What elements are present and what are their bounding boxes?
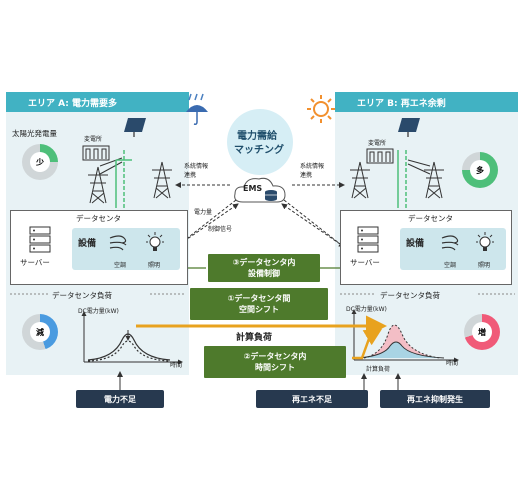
matching-title-1: 電力需給 [237, 131, 277, 142]
chart-b-xlabel: 時間 [446, 360, 459, 367]
solar-panel-icon-b [398, 118, 420, 137]
load-chart-b [351, 309, 459, 363]
equipment-label-a: 設備 [78, 239, 97, 249]
compute-load-b-label: 計算負荷 [366, 366, 391, 373]
aircon-label-a: 空調 [114, 262, 127, 269]
action-spatial-shift: ①データセンタ間 空間シフト [190, 288, 328, 320]
badge-re-curtail: 再エネ抑制発生 [380, 390, 490, 408]
action-2-line1: ②データセンタ内 [243, 352, 307, 361]
chart-b-base-area [357, 341, 445, 359]
datacenter-label-b: データセンタ [408, 214, 453, 223]
server-icon-a [29, 226, 51, 253]
solar-ring-b-label: 多 [470, 160, 490, 180]
load-chart-a [81, 311, 183, 365]
equipment-label-b: 設備 [406, 239, 425, 249]
matching-circle [227, 109, 293, 175]
server-icon-b [357, 226, 379, 253]
chart-a-ylabel: DC電力量(kW) [78, 308, 119, 315]
action-1-line1: ①データセンタ間 [227, 294, 291, 303]
badge-re-shortage: 再エネ不足 [256, 390, 368, 408]
sun-icon [307, 95, 335, 123]
action-1-line2: 空間シフト [239, 305, 279, 314]
load-title-a: データセンタ負荷 [52, 291, 112, 300]
grid-info-right-label: 系統情報 連携 [300, 163, 325, 179]
badge-power-shortage: 電力不足 [76, 390, 164, 408]
pylon-icon-b1 [350, 161, 370, 199]
load-ring-a: 減 [22, 314, 58, 350]
chart-a-xlabel: 時間 [170, 362, 183, 369]
pylon-icon-b2 [424, 161, 444, 199]
ems-cloud-icon [234, 177, 286, 203]
action-2-line2: 時間シフト [255, 363, 295, 372]
action-time-shift: ②データセンタ内 時間シフト [204, 346, 346, 378]
load-ring-b: 増 [464, 314, 500, 350]
matching-title-2: マッチング [234, 145, 284, 156]
server-label-b: サーバー [350, 258, 380, 267]
chart-b-curve-after [363, 324, 441, 359]
solar-panel-icon-a [124, 118, 146, 137]
ems-label: EMS [243, 184, 263, 193]
compute-load-center-label: 計算負荷 [236, 333, 273, 343]
solar-ring-a-label: 少 [30, 152, 50, 172]
pylon-icon-a2 [152, 161, 172, 199]
aircon-icon-a [109, 235, 127, 251]
substation-icon-a [82, 145, 110, 161]
chart-b-peak-area [364, 325, 440, 358]
action-3-line1: ③データセンタ内 [232, 258, 296, 267]
power-amount-label: 電力量 [194, 209, 213, 216]
solar-ring-b: 多 [462, 152, 498, 188]
time-shift-arrow [352, 328, 383, 360]
area-a-header: エリア A: 電力需要多 [6, 92, 189, 112]
chart-b-ylabel: DC電力量(kW) [346, 306, 387, 313]
substation-icon-b [366, 148, 394, 164]
lighting-icon-b [476, 232, 494, 251]
server-label-a: サーバー [20, 258, 50, 267]
action-3-line2: 設備制御 [248, 269, 280, 278]
action-equipment-control: ③データセンタ内 設備制御 [208, 254, 320, 282]
area-b-header: エリア B: 再エネ余剰 [335, 92, 518, 112]
solar-ring-a: 少 [22, 144, 58, 180]
load-title-b: データセンタ負荷 [380, 291, 440, 300]
datacenter-label-a: データセンタ [76, 214, 121, 223]
grid-info-left-label: 系統情報 連携 [184, 163, 209, 179]
pylon-icon-a1 [88, 166, 108, 204]
lighting-label-b: 照明 [478, 262, 491, 269]
substation-label-b: 変電所 [368, 140, 387, 147]
aircon-label-b: 空調 [444, 262, 457, 269]
load-ring-b-label: 増 [472, 322, 492, 342]
control-signal-label: 制御信号 [208, 226, 233, 233]
lighting-label-a: 照明 [148, 262, 161, 269]
rain-umbrella-icon [186, 93, 208, 125]
solar-output-label: 太陽光発電量 [12, 129, 57, 138]
substation-label-a: 変電所 [84, 136, 103, 143]
lighting-icon-a [146, 232, 164, 251]
aircon-icon-b [441, 235, 459, 251]
load-ring-a-label: 減 [30, 322, 50, 342]
